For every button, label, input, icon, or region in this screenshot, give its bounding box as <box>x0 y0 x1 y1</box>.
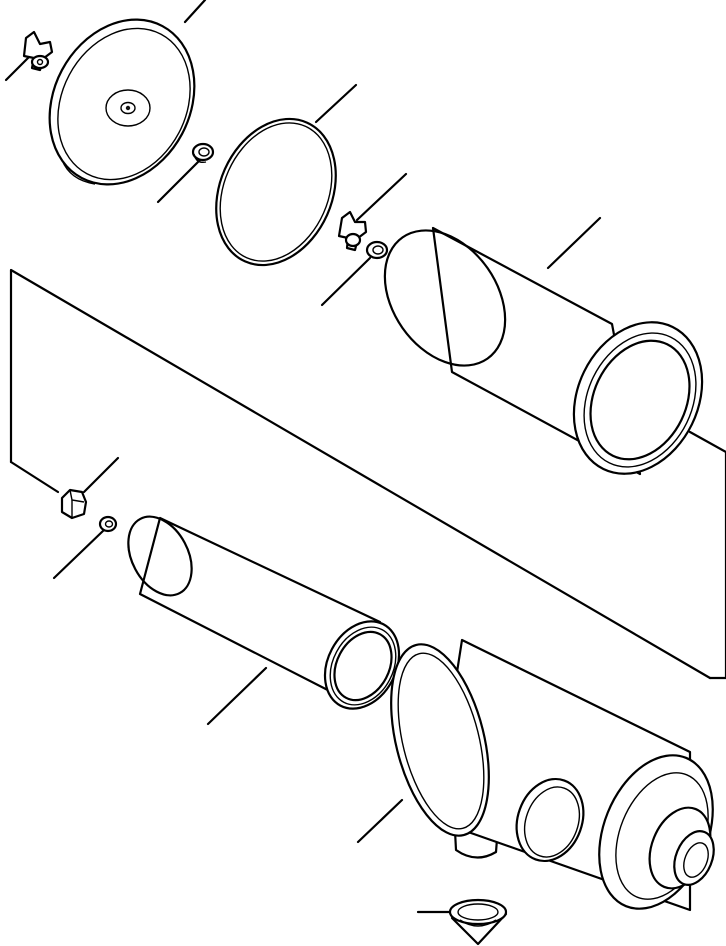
hex-nut-icon <box>60 488 88 520</box>
leader-line-outer-wing-nut <box>355 172 408 222</box>
assembly-boundary-line <box>9 268 726 680</box>
cap-icon <box>448 898 508 946</box>
washer-icon <box>98 515 118 533</box>
washer-icon <box>191 142 215 164</box>
wing-nut-icon <box>337 210 368 252</box>
housing-icon <box>390 638 715 912</box>
cover-disc-icon <box>48 18 196 186</box>
leader-line-inner-element <box>206 666 268 726</box>
leader-line-cover <box>183 0 207 24</box>
leader-line-inner-washer <box>52 528 106 580</box>
leader-line-o-ring <box>314 83 358 124</box>
leader-line-housing <box>356 798 404 844</box>
leader-line-outer-washer <box>320 256 372 307</box>
wing-nut-icon <box>22 30 54 72</box>
perforated-cylinder-icon <box>127 515 401 710</box>
washer-icon <box>365 240 389 260</box>
leader-line-inner-nut <box>82 456 120 494</box>
leader-line-cover-washer <box>156 158 202 204</box>
leader-line-outer-element <box>546 216 602 270</box>
perforated-cylinder-icon <box>383 226 704 476</box>
o-ring-icon <box>215 117 337 267</box>
